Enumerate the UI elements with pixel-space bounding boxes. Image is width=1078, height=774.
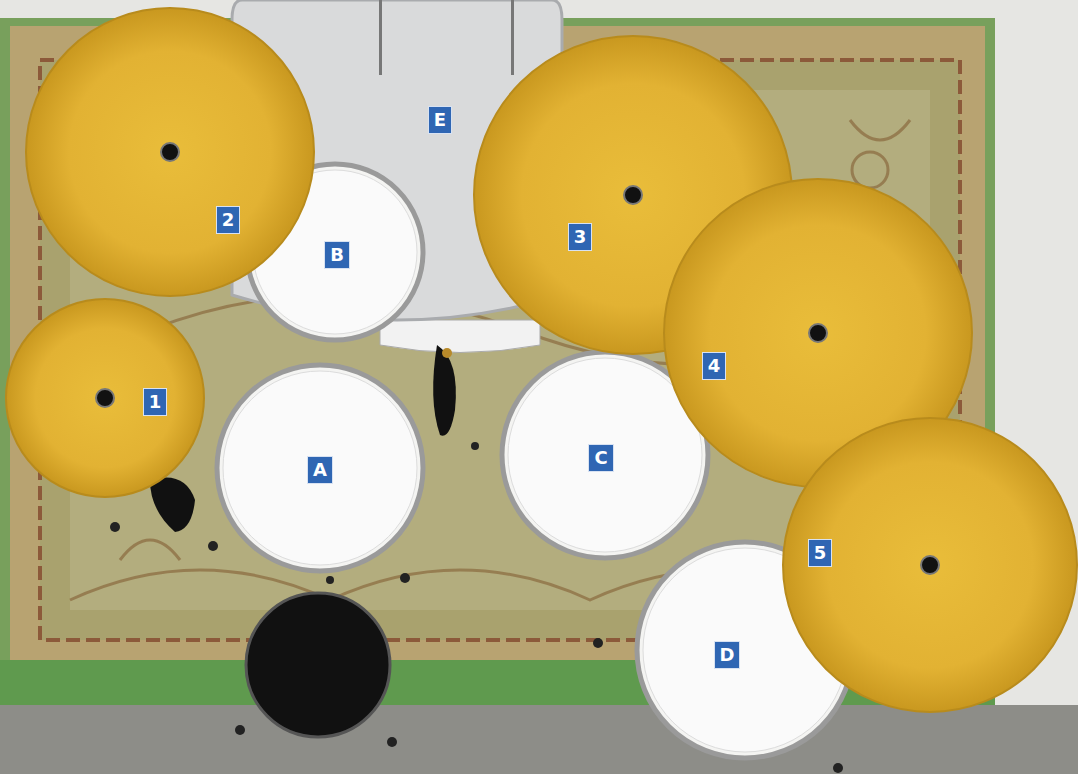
cymbal-disc [26,8,314,296]
drum-rim [217,365,423,571]
callout-number: 1 [143,388,168,416]
floor-strip [0,705,1078,774]
cymbal: 2 [25,7,315,297]
rack-post [511,0,514,75]
callout-letter: C [588,444,613,472]
bass-pedal [433,345,456,436]
drum-skin [223,371,417,565]
drum-rim [247,164,423,340]
cymbal-hole [96,389,114,407]
cymbal-hole [161,143,179,161]
callout-number: 5 [808,539,833,567]
cymbal-hole [624,186,642,204]
callout-letter: B [324,241,350,269]
bass-drum [246,593,390,737]
callout-letter: A [307,456,333,484]
cymbal-hole [809,324,827,342]
callout-letter: D [714,641,741,669]
cymbal-outline [5,298,205,498]
cymbal: 5 [782,417,1078,713]
cymbal: 1 [5,298,205,498]
cymbal-disc [6,299,204,497]
cymbal-disc [783,418,1077,712]
callout-number: 4 [702,352,727,380]
pedal-beater [442,348,452,358]
callout-number: 3 [568,223,593,251]
drum-skin [508,358,702,552]
cymbal-hole [921,556,939,574]
drum-skin [253,170,417,334]
callout-letter: E [428,106,452,134]
rack-base [380,320,540,353]
callout-number: 2 [216,206,241,234]
rack-post [379,0,382,75]
drum-skin [643,548,847,752]
hihat-pedal [150,478,195,533]
drum-head: A [215,363,425,573]
cymbal-outline [25,7,315,297]
drum-rim [502,352,708,558]
drum-rim [637,542,853,758]
